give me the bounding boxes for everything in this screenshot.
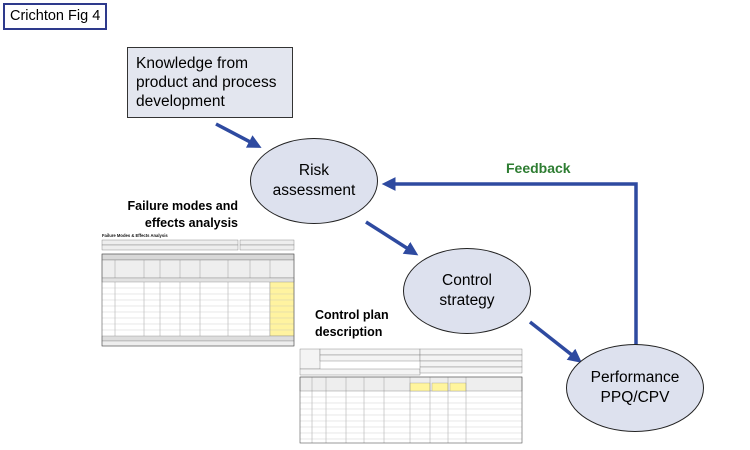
performance-node: Performance PPQ/CPV (566, 344, 704, 432)
knowledge-box-text: Knowledge from product and process devel… (136, 55, 277, 110)
knowledge-box: Knowledge from product and process devel… (127, 47, 293, 118)
figure-label: Crichton Fig 4 (3, 3, 107, 30)
arrow-control-to-performance (528, 320, 582, 363)
fmea-thumbnail-title: Failure Modes & Effects Analysis (102, 233, 168, 238)
risk-assessment-node: Risk assessment (250, 138, 378, 224)
control-strategy-label: Control strategy (439, 272, 495, 309)
performance-label: Performance PPQ/CPV (590, 369, 680, 406)
arrow-feedback (381, 177, 638, 345)
control-plan-caption: Control plan description (315, 308, 389, 339)
arrow-knowledge-to-risk (215, 122, 262, 148)
fmea-form-thumbnail: Failure Modes & Effects Analysis (100, 232, 296, 347)
arrow-risk-to-control (365, 220, 419, 256)
control-strategy-node: Control strategy (403, 248, 531, 334)
feedback-label: Feedback (506, 160, 571, 176)
fmea-caption: Failure modes and effects analysis (127, 199, 238, 230)
control-plan-thumbnail (298, 347, 524, 445)
risk-assessment-label: Risk assessment (272, 162, 356, 199)
